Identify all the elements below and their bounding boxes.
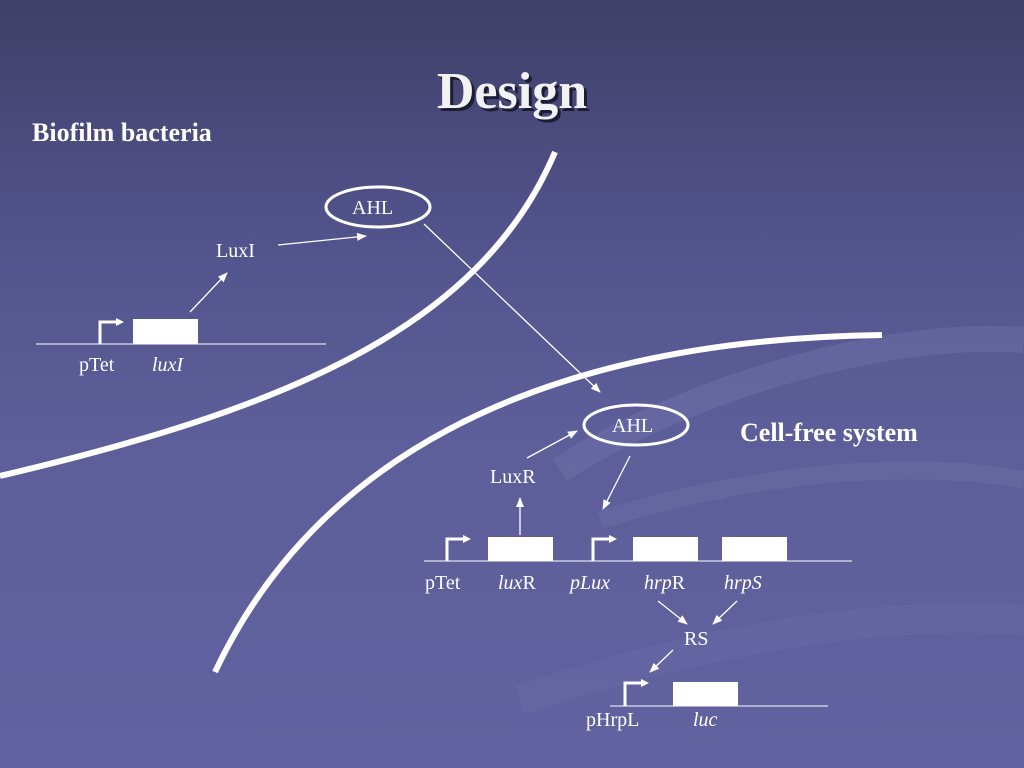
hrpR-gene-box <box>633 537 698 561</box>
hrpR-gene-label: hrpR <box>644 572 685 595</box>
hrpR-gene-suffix: R <box>671 572 686 594</box>
phrpl-label: pHrpL <box>586 709 640 731</box>
luxR-gene-label: luxR <box>498 572 536 595</box>
ptet-promoter-left <box>98 320 118 344</box>
luxR-gene-italic: lux <box>498 572 523 594</box>
luxI-gene-box <box>133 319 198 344</box>
hrpR-gene-italic: hrp <box>644 572 672 594</box>
arrow-hrpS-to-rs <box>712 600 738 625</box>
arrow-luxR-to-ahl <box>526 430 578 459</box>
luxI-gene-label: luxI <box>152 354 184 376</box>
rs-label: RS <box>684 628 709 650</box>
slide-title: Design <box>436 63 588 120</box>
arrow-luxI-to-ahl <box>277 232 367 246</box>
luxR-gene-suffix: R <box>522 572 536 594</box>
biofilm-membrane <box>0 150 558 479</box>
hrpS-gene-box <box>722 537 787 561</box>
cellfree-heading: Cell-free system <box>740 418 918 447</box>
ahl-top-label: AHL <box>352 197 394 219</box>
arrow-luxI-gene-to-protein <box>189 272 228 313</box>
hrpS-gene-label: hrpS <box>724 572 762 594</box>
ahl-bottom-label: AHL <box>612 415 654 437</box>
cellfree-membrane <box>212 332 883 674</box>
ahl-bottom-oval <box>582 403 690 447</box>
ptet-left-label: pTet <box>79 354 115 376</box>
arrow-ahl-diffusion <box>423 223 601 393</box>
biofilm-heading: Biofilm bacteria <box>32 118 212 147</box>
plux-label: pLux <box>570 572 610 594</box>
ahl-top-oval <box>324 185 432 229</box>
arrow-ahl-to-plux <box>602 455 631 510</box>
luxI-protein-label: LuxI <box>216 240 255 262</box>
plux-promoter <box>591 537 611 561</box>
arrow-rs-to-phrpl <box>649 649 674 673</box>
luxR-protein-label: LuxR <box>490 466 536 488</box>
arrow-hrpR-to-rs <box>657 600 688 625</box>
phrpl-promoter <box>623 681 643 706</box>
luxR-gene-box <box>488 537 553 561</box>
luc-gene-label: luc <box>693 709 718 731</box>
ptet-promoter-right <box>445 537 465 561</box>
luc-gene-box <box>673 682 738 706</box>
ptet-right-label: pTet <box>425 572 461 594</box>
